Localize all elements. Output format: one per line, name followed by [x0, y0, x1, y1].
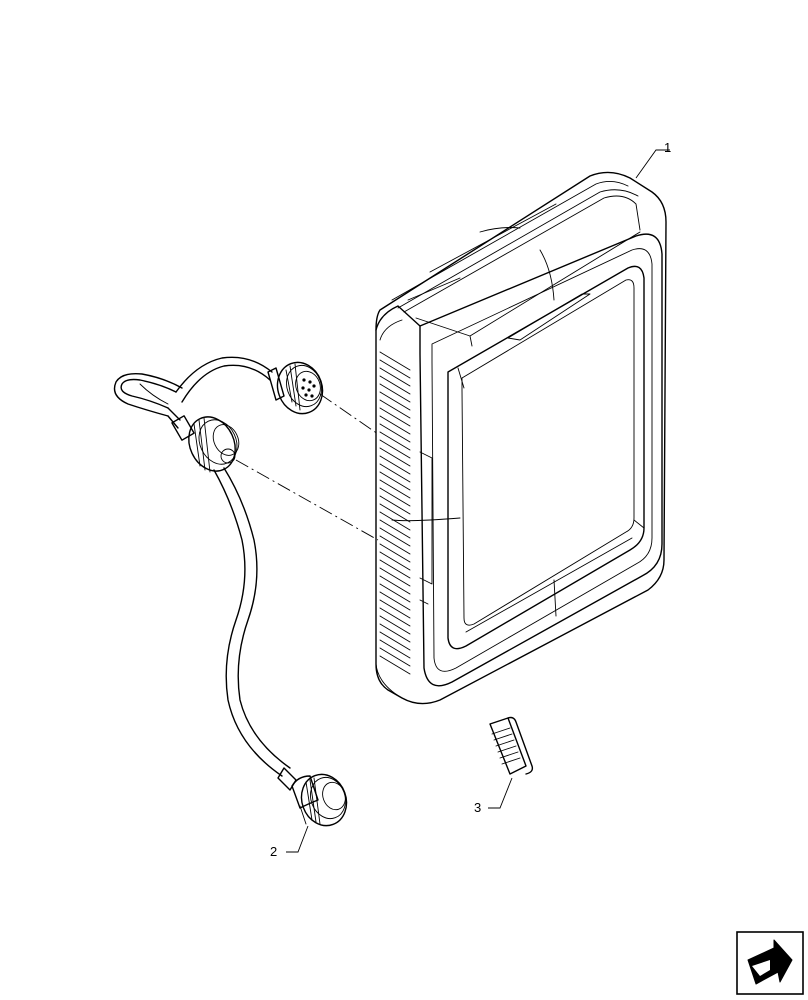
callout-number: 2 — [270, 844, 277, 859]
callout-number: 3 — [474, 800, 481, 815]
lower-connector — [277, 767, 348, 827]
wiring-harness — [113, 356, 348, 827]
display-monitor — [375, 171, 667, 705]
small-clip — [489, 716, 534, 775]
middle-connector — [167, 407, 240, 473]
alignment-lines — [235, 393, 379, 541]
callout-1: 1 — [635, 140, 671, 179]
callout-3: 3 — [474, 777, 513, 815]
callout-2: 2 — [270, 825, 309, 859]
side-vents — [379, 351, 411, 675]
upper-connector — [267, 361, 324, 415]
callout-number: 1 — [664, 140, 671, 155]
arrow-right-icon[interactable] — [736, 931, 804, 995]
